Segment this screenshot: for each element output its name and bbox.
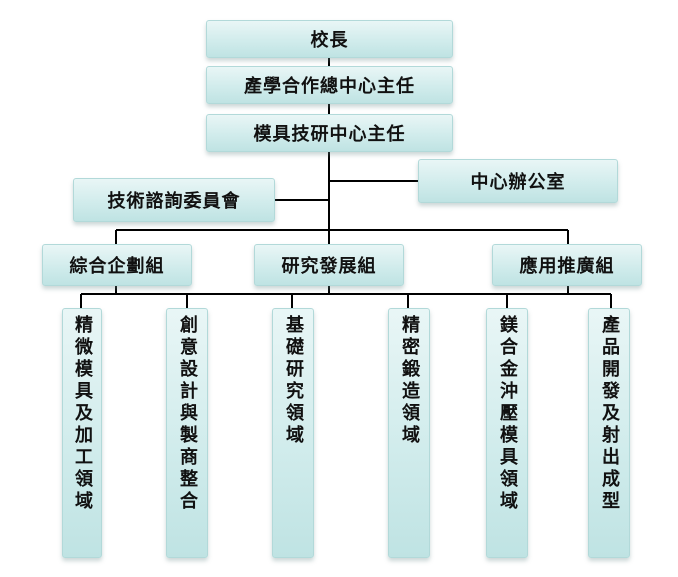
mold-director-box: 模具技研中心主任 (206, 114, 453, 152)
office-label: 中心辦公室 (470, 172, 566, 193)
rd-group-box: 研究發展組 (254, 244, 404, 286)
domain-box-1: 精微模具及加工領域 (62, 308, 102, 558)
domain-box-4: 精密鍛造領域 (388, 308, 430, 558)
office-box: 中心辦公室 (418, 159, 618, 203)
domain-box-6: 產品開發及射出成型 (588, 308, 630, 558)
domain-label-5: 鎂合金沖壓模具領域 (497, 315, 518, 513)
committee-label: 技術諮詢委員會 (107, 191, 241, 212)
planning-group-box: 綜合企劃組 (42, 244, 192, 286)
domain-box-2: 創意設計與製商整合 (166, 308, 208, 558)
domain-box-5: 鎂合金沖壓模具領域 (486, 308, 528, 558)
promotion-group-label: 應用推廣組 (519, 256, 615, 277)
promotion-group-box: 應用推廣組 (492, 244, 642, 286)
principal-label: 校長 (310, 30, 349, 51)
planning-group-label: 綜合企劃組 (69, 256, 165, 277)
principal-box: 校長 (206, 20, 453, 58)
domain-label-2: 創意設計與製商整合 (177, 315, 198, 513)
domain-label-1: 精微模具及加工領域 (72, 315, 93, 513)
rd-group-label: 研究發展組 (281, 256, 377, 277)
domain-label-6: 產品開發及射出成型 (599, 315, 620, 513)
mold-director-label: 模具技研中心主任 (253, 124, 406, 145)
domain-label-4: 精密鍛造領域 (399, 315, 420, 447)
domain-box-3: 基礎研究領域 (272, 308, 314, 558)
coop-director-label: 產學合作總中心主任 (244, 76, 415, 97)
domain-label-3: 基礎研究領域 (283, 315, 304, 447)
coop-director-box: 產學合作總中心主任 (206, 66, 453, 104)
committee-box: 技術諮詢委員會 (73, 178, 275, 222)
